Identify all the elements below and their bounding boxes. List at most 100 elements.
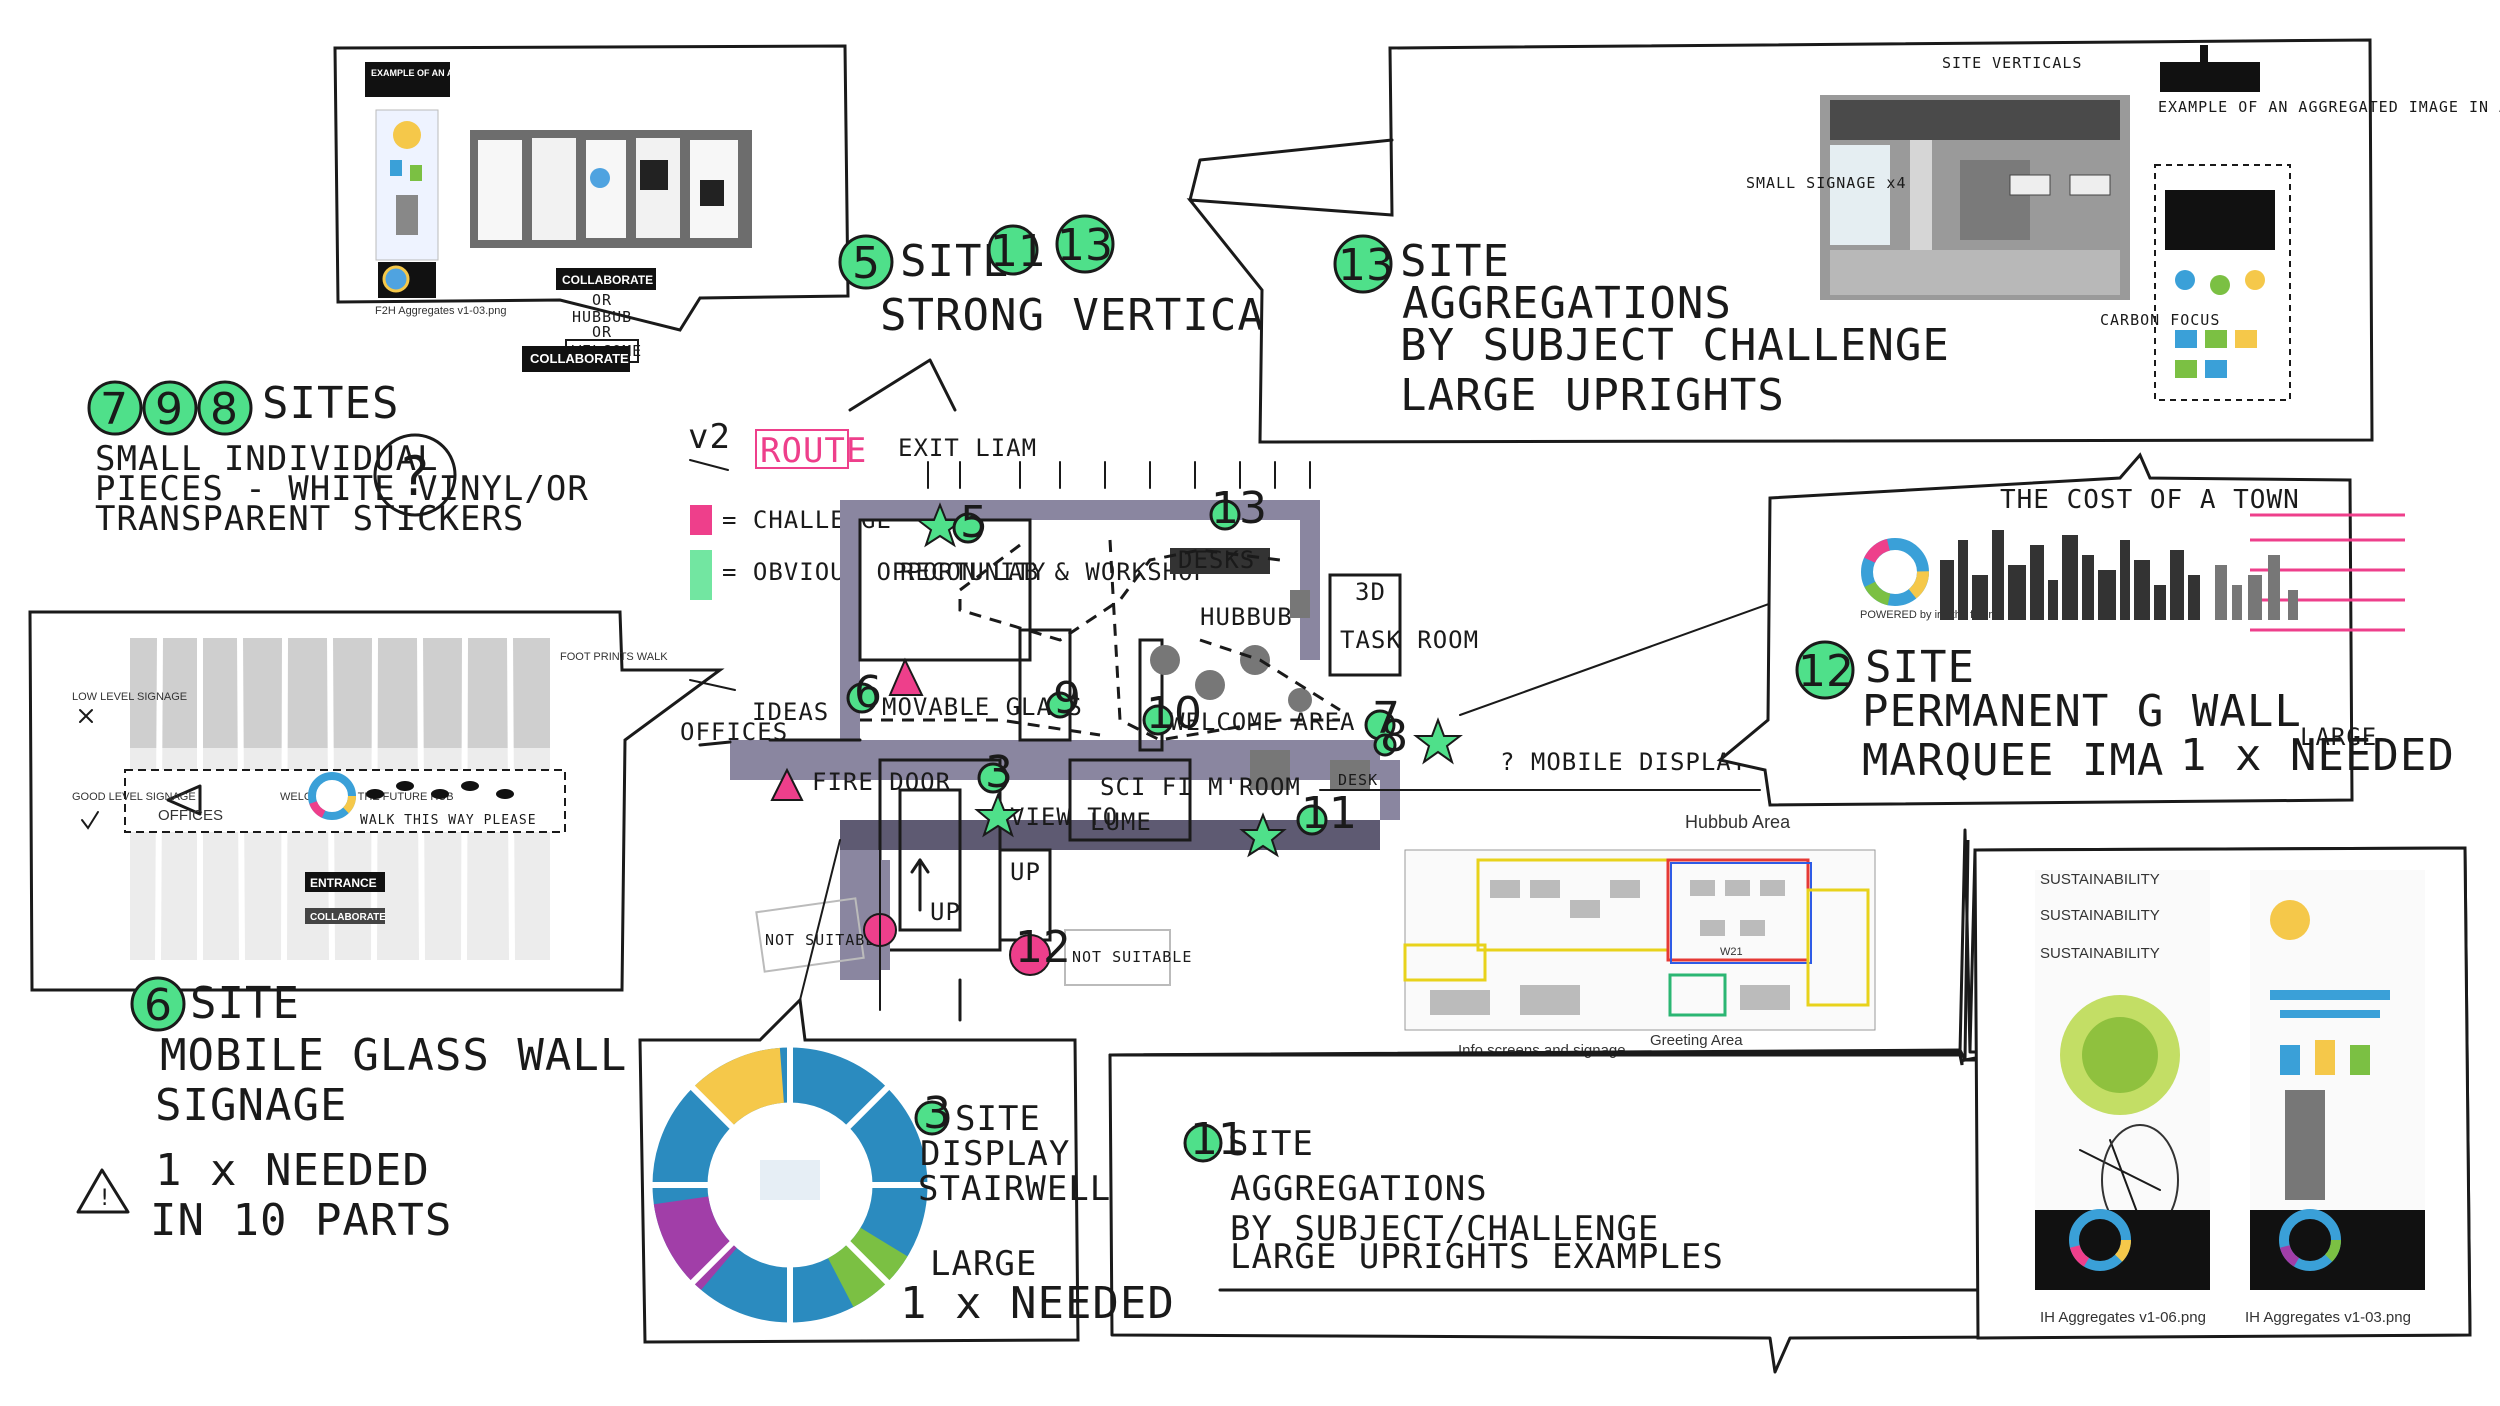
badge-7: 7 <box>100 384 128 435</box>
floor-plan-sketch: v2 ROUTE EXIT LIAM = CHALLENGE = OBVIOUS… <box>680 417 1781 1041</box>
legend-obvious: = OBVIOUS OPPORTUNITY <box>722 558 1046 586</box>
map-badge-9: 9 <box>1053 673 1081 724</box>
desks-label: DESKS <box>1178 546 1255 574</box>
map-badge-13: 13 <box>1211 483 1267 534</box>
panel-aggregate-example: EXAMPLE OF AN AGGREGATE IMAGE F2H Aggreg… <box>333 44 850 372</box>
badge-9: 9 <box>155 384 183 435</box>
badge-11: 11 <box>990 226 1046 277</box>
not-suitable-1: NOT SUITABLE <box>765 931 885 949</box>
badge-6: 6 <box>144 980 172 1031</box>
stairwell-display-text: DISPLAY <box>920 1134 1070 1174</box>
map-badge-6: 6 <box>854 667 882 718</box>
example-aggregate-label: EXAMPLE OF AN AGGREGATE IMAGE <box>371 68 536 78</box>
up-label-1: UP <box>930 898 961 926</box>
ideas-label: IDEAS <box>752 698 829 726</box>
callout-permanent-wall-12: 12 SITE PERMANENT G WALL MARQUEE IMA LAR… <box>1795 640 2455 786</box>
greeting-area-label: Greeting Area <box>1650 1032 1743 1049</box>
up-label-2: UP <box>1010 858 1041 886</box>
aggregations-13: AGGREGATIONS <box>1402 278 1732 329</box>
sustain-small-1: SUSTAINABILITY <box>2040 871 2160 888</box>
badge-11-bottom: 11 <box>1190 1114 1246 1165</box>
recon-lab-label: RECON LAB & WORKSHOP <box>900 558 1209 586</box>
file-caption-top: F2H Aggregates v1-03.png <box>375 305 506 317</box>
marquee-text: MARQUEE IMA <box>1862 735 2164 786</box>
map-badge-11: 11 <box>1301 788 1357 839</box>
not-suitable-2: NOT SUITABLE <box>1072 948 1192 966</box>
collaborate-sign-text: COLLABORATE <box>530 351 629 366</box>
callout-aggregations-13: 13 SITE AGGREGATIONS BY SUBJECT CHALLENG… <box>1333 234 1950 421</box>
callout-mobile-glass-6: 6 SITE MOBILE GLASS WALL SIGNAGE ! 1 x N… <box>76 976 627 1246</box>
strong-verticals-text: STRONG VERTICALS <box>880 290 1320 341</box>
map-badge-10: 10 <box>1146 688 1202 739</box>
or-label-2: OR <box>592 323 612 341</box>
panel-site-verticals: SITE VERTICALS SMALL SIGNAGE x4 EXAMPLE … <box>1186 38 2500 444</box>
desk-label: DESK <box>1338 771 1378 789</box>
stairwell-wheel <box>650 1045 930 1325</box>
badge-5: 5 <box>852 238 880 289</box>
panel-cost-of-town: THE COST OF A TOWN POWERED by iris the f… <box>1716 452 2405 807</box>
badge-8: 8 <box>210 384 238 435</box>
small-signage-label: SMALL SIGNAGE x4 <box>1746 174 1907 192</box>
parts-6: IN 10 PARTS <box>150 1195 452 1246</box>
hubbub-map-label: HUBBUB <box>1200 603 1293 631</box>
callout-strong-verticals: 5 SITE 11 13 STRONG VERTICALS <box>838 214 1320 412</box>
site-title-11: SITE <box>1228 1124 1314 1164</box>
hubbub-area-label: Hubbub Area <box>1685 812 1791 832</box>
map-badge-3: 3 <box>985 747 1013 798</box>
needed-6: 1 x NEEDED <box>155 1145 430 1196</box>
walk-this-way-label: WALK THIS WAY PLEASE <box>360 813 537 828</box>
map-badge-5: 5 <box>960 497 988 548</box>
question-mark: ? <box>398 445 432 508</box>
collaborate-label: COLLABORATE <box>562 273 653 287</box>
room-3d-label: 3D <box>1355 578 1386 606</box>
mobile-glass-wall-text: MOBILE GLASS WALL <box>160 1030 627 1081</box>
cost-title: THE COST OF A TOWN <box>2000 485 2300 515</box>
subject-challenge-11: BY SUBJECT/CHALLENGE <box>1230 1209 1659 1249</box>
caption-aggregates-03: IH Aggregates v1-03.png <box>2245 1309 2411 1326</box>
badge-12: 12 <box>1798 646 1854 697</box>
glass-collaborate-label: COLLABORATE <box>310 912 386 923</box>
stairwell-needed: 1 x NEEDED <box>900 1278 1175 1329</box>
low-level-signage: LOW LEVEL SIGNAGE <box>72 691 187 703</box>
panel-glass-wall-signage: OFFICES WELCOME TO THE FUTURE HUB WALK T… <box>28 610 725 992</box>
good-level-signage: GOOD LEVEL SIGNAGE <box>72 791 196 803</box>
offices-map-label: OFFICES <box>680 718 788 746</box>
large-uprights-examples: LARGE UPRIGHTS EXAMPLES <box>1230 1237 1724 1277</box>
hubbub-label: HUBBUB <box>572 308 632 326</box>
map-badge-8: 8 <box>1380 711 1408 762</box>
badge-13: 13 <box>1338 240 1394 291</box>
warning-icon: ! <box>98 1186 112 1211</box>
glass-side-note: FOOT PRINTS WALK <box>560 651 668 663</box>
panel-stairwell-display: 3 SITE DISPLAY STAIRWELL LARGE 1 x NEEDE… <box>638 996 1175 1344</box>
glass-offices-label: OFFICES <box>158 807 223 824</box>
sustain-big: SUSTAINABILITY <box>2040 945 2160 962</box>
badge-13-top: 13 <box>1057 220 1113 271</box>
caption-aggregates-06: IH Aggregates v1-06.png <box>2040 1309 2206 1326</box>
needed-12: 1 x NEEDED <box>2180 730 2455 781</box>
sci-fi-room-label: SCI FI M'ROOM <box>1100 773 1301 801</box>
site-verticals-label: SITE VERTICALS <box>1942 54 2082 72</box>
w21-label: W21 <box>1720 946 1743 958</box>
aggregated-vertical-text: EXAMPLE OF AN AGGREGATED IMAGE IN A STRO… <box>2158 98 2500 116</box>
large-12: LARGE <box>2300 723 2377 751</box>
site-title-12: SITE <box>1865 642 1975 693</box>
subject-challenge-13: BY SUBJECT CHALLENGE <box>1400 320 1950 371</box>
stairwell-text: STAIRWELL <box>918 1169 1111 1209</box>
panel-sustainability-uprights: SUSTAINABILITY SUSTAINABILITY SUSTAINABI… <box>1973 846 2472 1340</box>
site-title-6: SITE <box>190 978 300 1029</box>
sites-789-line2: PIECES - WHITE VINYL/OR <box>95 469 589 509</box>
sites-title-789: SITES <box>262 378 399 429</box>
panel-floor-plan-detail: ? MOBILE DISPLAY - FURNITURE ? Hubbub Ar… <box>1403 748 1962 1059</box>
aggregations-11: AGGREGATIONS <box>1230 1169 1488 1209</box>
sites-789-line1: SMALL INDIVIDUAL <box>95 439 439 479</box>
task-room-label: TASK ROOM <box>1340 626 1479 654</box>
map-badge-12: 12 <box>1015 922 1071 973</box>
map-version: v2 <box>688 417 731 457</box>
carbon-focus-label: CARBON FOCUS <box>2100 311 2220 329</box>
entrance-label: ENTRANCE <box>310 876 377 890</box>
stairwell-large: LARGE <box>930 1244 1037 1284</box>
large-uprights-13: LARGE UPRIGHTS <box>1400 370 1785 421</box>
collaborate-sign-real: COLLABORATE <box>522 346 630 370</box>
or-label-1: OR <box>592 291 612 309</box>
